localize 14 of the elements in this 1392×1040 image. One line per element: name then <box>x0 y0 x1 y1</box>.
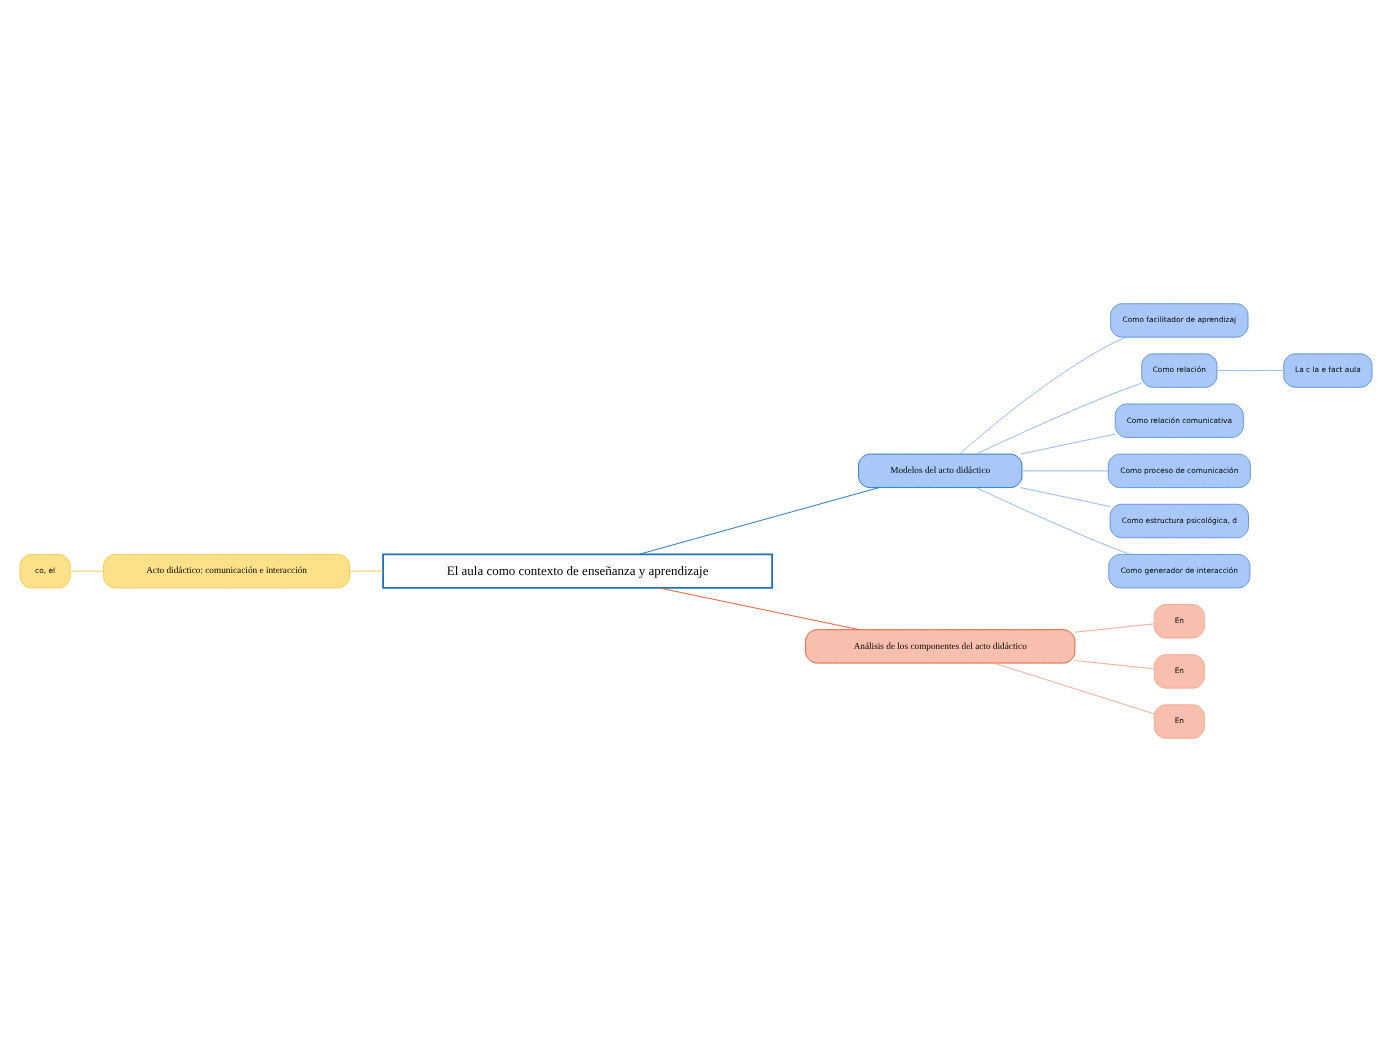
connector <box>959 335 1127 454</box>
connector <box>975 486 1131 554</box>
connector <box>1074 622 1155 632</box>
connector <box>69 569 104 571</box>
connector <box>349 569 384 571</box>
connector <box>638 486 880 554</box>
connector <box>1021 469 1109 471</box>
connector <box>1074 659 1155 669</box>
connector <box>658 586 860 630</box>
connector <box>1216 369 1285 371</box>
connector <box>993 661 1155 714</box>
connector <box>1020 432 1116 454</box>
connector <box>975 381 1142 454</box>
connector <box>1020 486 1111 506</box>
